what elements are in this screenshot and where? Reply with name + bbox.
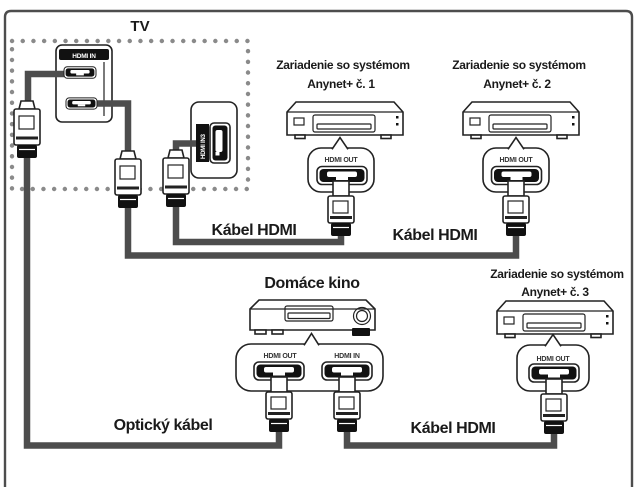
home-theater-label: Domáce kino: [264, 275, 360, 292]
tv-hdmi-port1-icon: [63, 66, 97, 79]
ht-hdmi-out-label: HDMI OUT: [263, 353, 297, 360]
anynet1-label-line1: Zariadenie so systémom: [276, 58, 409, 72]
device-anynet-2: [462, 101, 580, 238]
anynet1-label-line2: Anynet+ č. 1: [307, 77, 375, 91]
cable-optical-label: Optický kábel: [114, 417, 213, 434]
hdmi-plug-icon-tv3: [161, 148, 191, 209]
callout-pointer: [507, 136, 525, 150]
anynet2-label-line1: Zariadenie so systémom: [452, 58, 585, 72]
hdmi-out-label-3: HDMI OUT: [536, 356, 570, 363]
cable-hdmi2-stub: [95, 100, 132, 153]
hdmi-in3-label: HDMI IN3: [201, 133, 207, 159]
tv-label: TV: [130, 18, 149, 35]
callout-pointer: [544, 333, 562, 347]
cable-optical-stub: [24, 70, 64, 102]
home-theater-body: [249, 299, 376, 336]
hdmi-in3-socket-icon: [209, 122, 231, 164]
tv-hdmi-port2-icon: [65, 97, 98, 110]
cable-hdmi-label-1: Kábel HDMI: [212, 222, 297, 239]
cable-hdmi-label-2: Kábel HDMI: [393, 227, 478, 244]
device-home-theater: [235, 299, 384, 434]
hdmi-in-panel-header: HDMI IN: [72, 53, 96, 60]
hdmi-out-label-2: HDMI OUT: [499, 157, 533, 164]
tv-hdmi-in3-panel: [190, 101, 238, 179]
device-anynet-1: [286, 101, 404, 238]
anynet3-label-line2: Anynet+ č. 3: [521, 285, 589, 299]
cable-optical: [23, 150, 283, 449]
anynet3-label-line1: Zariadenie so systémom: [490, 267, 623, 281]
hdmi-out-label-1: HDMI OUT: [324, 157, 358, 164]
cable-hdmi-to-anynet3: [343, 422, 558, 449]
figure-border: [3, 9, 634, 487]
device-anynet-3: [496, 300, 614, 436]
callout-pointer: [331, 136, 349, 150]
ht-hdmi-in-label: HDMI IN: [334, 353, 360, 360]
cable-hdmi-label-3: Kábel HDMI: [411, 420, 496, 437]
callout-pointer: [303, 332, 320, 346]
optical-plug-icon: [12, 99, 42, 160]
cable-hdmi3-stub: [172, 140, 196, 152]
hdmi-plug-icon-tv2: [113, 149, 143, 210]
cable-hdmi-to-anynet2: [124, 200, 520, 259]
anynet2-label-line2: Anynet+ č. 2: [483, 77, 551, 91]
